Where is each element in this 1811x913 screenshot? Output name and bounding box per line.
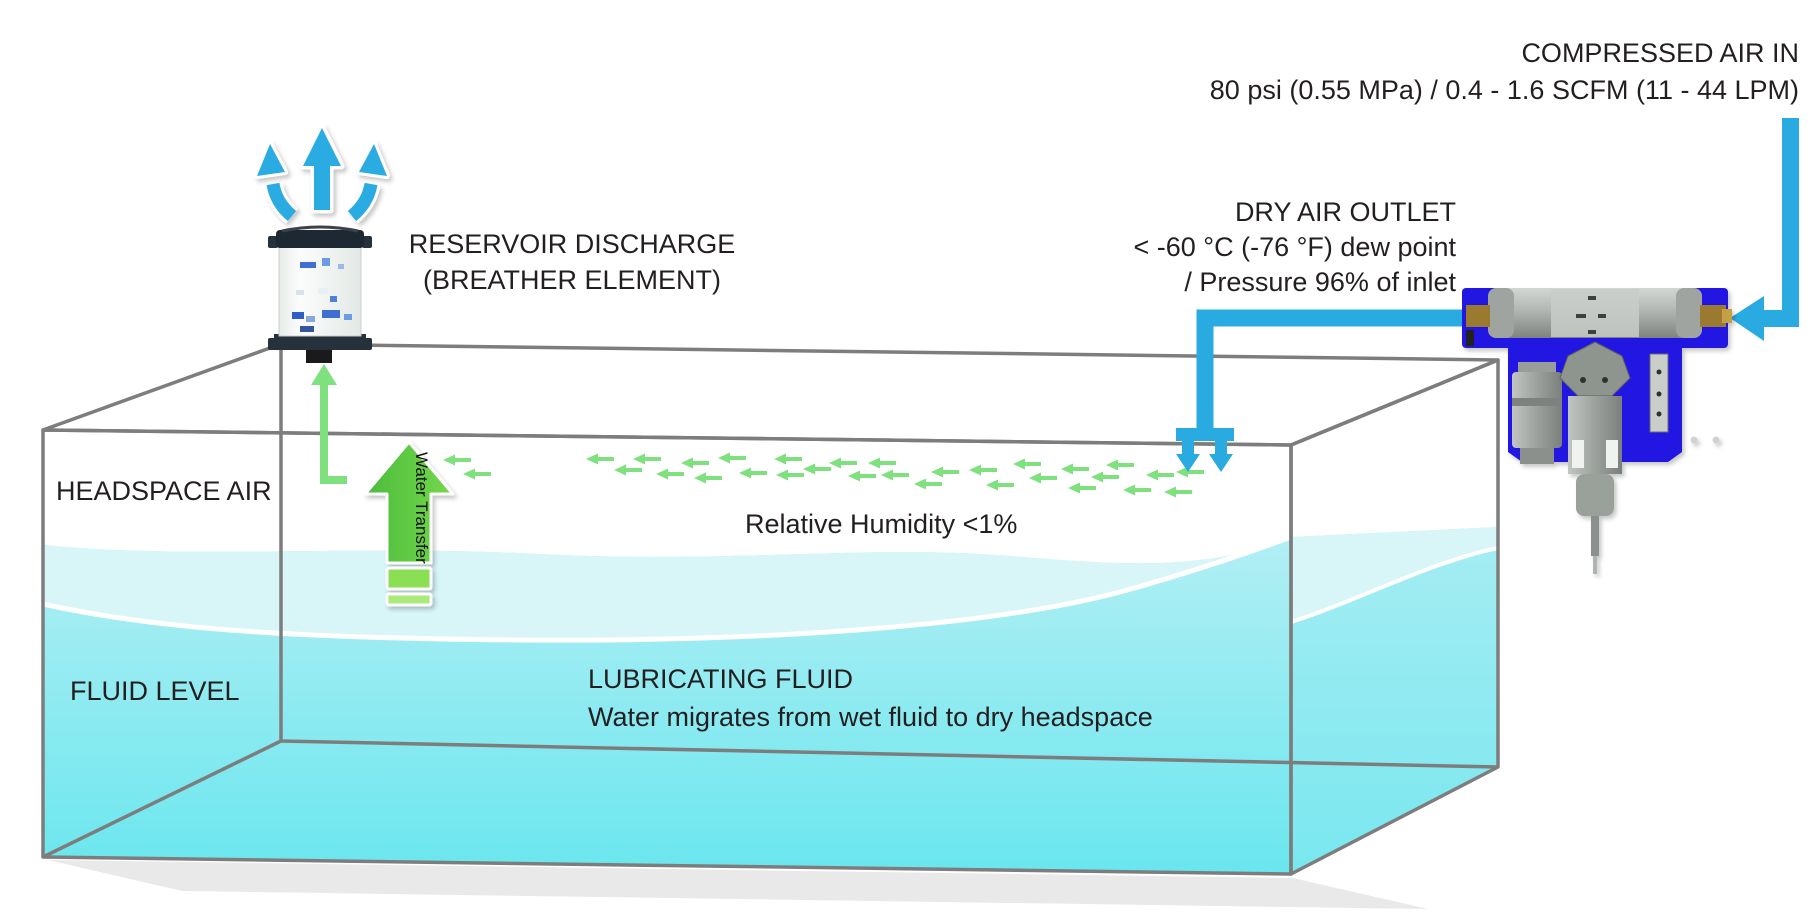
tank-shadow bbox=[48, 860, 1428, 909]
humidity-arrow-icon bbox=[718, 452, 746, 464]
humidity-arrow-icon bbox=[848, 470, 876, 482]
tank-right-face bbox=[1289, 358, 1500, 876]
dryer-filter-bowl bbox=[1576, 474, 1614, 516]
humidity-arrow-icon bbox=[931, 466, 959, 478]
dryer-left-unit bbox=[1512, 372, 1562, 448]
fluid-right-band bbox=[1291, 527, 1498, 622]
labels-layer: COMPRESSED AIR IN 80 psi (0.55 MPa) / 0.… bbox=[56, 38, 1799, 732]
water-transfer-arrow-seg3 bbox=[385, 592, 433, 607]
breather-base-band bbox=[274, 334, 366, 350]
fluid-right-surface-line bbox=[1290, 546, 1499, 624]
humidity-arrow-icon bbox=[1068, 482, 1096, 494]
reservoir-tank-outline bbox=[41, 342, 1500, 876]
reservoir-discharge-label-line1: RESERVOIR DISCHARGE bbox=[409, 229, 736, 259]
humidity-arrow-icon bbox=[739, 467, 767, 479]
humidity-arrow-icon bbox=[1123, 484, 1151, 496]
humidity-arrow-icon bbox=[803, 463, 831, 475]
humidity-arrow-icon bbox=[1164, 486, 1192, 498]
humidity-arrow-icon bbox=[868, 457, 896, 469]
air-dryer-unit bbox=[1462, 288, 1732, 574]
humidity-arrow-icon bbox=[969, 464, 997, 476]
humidity-arrow-icon bbox=[633, 453, 661, 465]
humidity-arrow-icon bbox=[694, 472, 722, 484]
dryer-outlet-fitting bbox=[1466, 305, 1490, 327]
fluid-surface-band bbox=[43, 536, 1291, 641]
discharge-arrow-center bbox=[303, 128, 341, 210]
water-transfer-label: Water Transfer bbox=[412, 452, 431, 564]
humidity-arrow-icon bbox=[1061, 463, 1089, 475]
humidity-arrow-icon bbox=[1013, 458, 1041, 470]
humidity-arrow-icon bbox=[463, 468, 491, 480]
breather-feed-arrow bbox=[311, 364, 347, 484]
dry-air-outlet-label-line3: / Pressure 96% of inlet bbox=[1184, 267, 1456, 297]
humidity-arrows-group bbox=[443, 452, 1204, 498]
humidity-arrow-icon bbox=[774, 453, 802, 465]
discharge-arrow-right bbox=[347, 182, 378, 222]
humidity-arrow-icon bbox=[986, 479, 1014, 491]
fluid-level-label: FLUID LEVEL bbox=[70, 676, 240, 706]
humidity-arrow-icon bbox=[1106, 459, 1134, 471]
humidity-arrow-icon bbox=[914, 478, 942, 490]
humidity-arrow-icon bbox=[1091, 471, 1119, 483]
humidity-arrow-icon bbox=[881, 469, 909, 481]
compressed-air-in-label-line1: COMPRESSED AIR IN bbox=[1521, 38, 1799, 68]
water-transfer-arrow bbox=[363, 440, 455, 607]
compressed-air-in-arrow bbox=[1730, 118, 1799, 341]
breather-element bbox=[254, 124, 390, 363]
humidity-arrow-icon bbox=[1146, 469, 1174, 481]
breather-cap bbox=[276, 230, 364, 248]
humidity-arrow-icon bbox=[443, 454, 471, 466]
dryer-inlet-fitting bbox=[1700, 305, 1726, 327]
lubricating-fluid-label-line2: Water migrates from wet fluid to dry hea… bbox=[588, 702, 1153, 732]
breather-nipple bbox=[306, 349, 332, 363]
tank-bottom-back-edge bbox=[280, 739, 1499, 769]
humidity-arrow-icon bbox=[1029, 472, 1057, 484]
pipe-down-arrow-right bbox=[1209, 441, 1233, 472]
compressed-air-in-label-line2: 80 psi (0.55 MPa) / 0.4 - 1.6 SCFM (11 -… bbox=[1210, 75, 1799, 105]
humidity-arrow-icon bbox=[656, 468, 684, 480]
humidity-arrow-icon bbox=[681, 457, 709, 469]
lubricating-fluid-label-line1: LUBRICATING FLUID bbox=[588, 664, 853, 694]
humidity-arrow-icon bbox=[586, 453, 614, 465]
humidity-arrow-icon bbox=[614, 464, 642, 476]
dry-air-pipe bbox=[1176, 309, 1466, 472]
fluid-surface-line bbox=[42, 534, 1292, 643]
relative-humidity-label: Relative Humidity <1% bbox=[745, 509, 1017, 539]
breather-label-speckles bbox=[292, 258, 352, 332]
fluid-right-face bbox=[1291, 527, 1498, 874]
humidity-arrow-icon bbox=[776, 469, 804, 481]
dry-air-outlet-label-line1: DRY AIR OUTLET bbox=[1235, 197, 1456, 227]
tank-top-face bbox=[41, 342, 1500, 447]
breather-discharge-arrows bbox=[254, 124, 390, 224]
reservoir-discharge-label-line2: (BREATHER ELEMENT) bbox=[423, 265, 721, 295]
humidity-arrow-icon bbox=[829, 457, 857, 469]
water-transfer-arrow-head bbox=[363, 440, 455, 565]
tank-bottom-left-edge bbox=[42, 739, 282, 859]
headspace-air-label: HEADSPACE AIR bbox=[56, 476, 272, 506]
dry-air-outlet-label-line2: < -60 °C (-76 °F) dew point bbox=[1134, 232, 1457, 262]
pipe-down-arrow-left bbox=[1176, 441, 1200, 472]
water-transfer-arrow-seg2 bbox=[385, 566, 433, 591]
discharge-arrow-left bbox=[266, 182, 297, 222]
lubricating-fluid-body bbox=[42, 527, 1499, 874]
